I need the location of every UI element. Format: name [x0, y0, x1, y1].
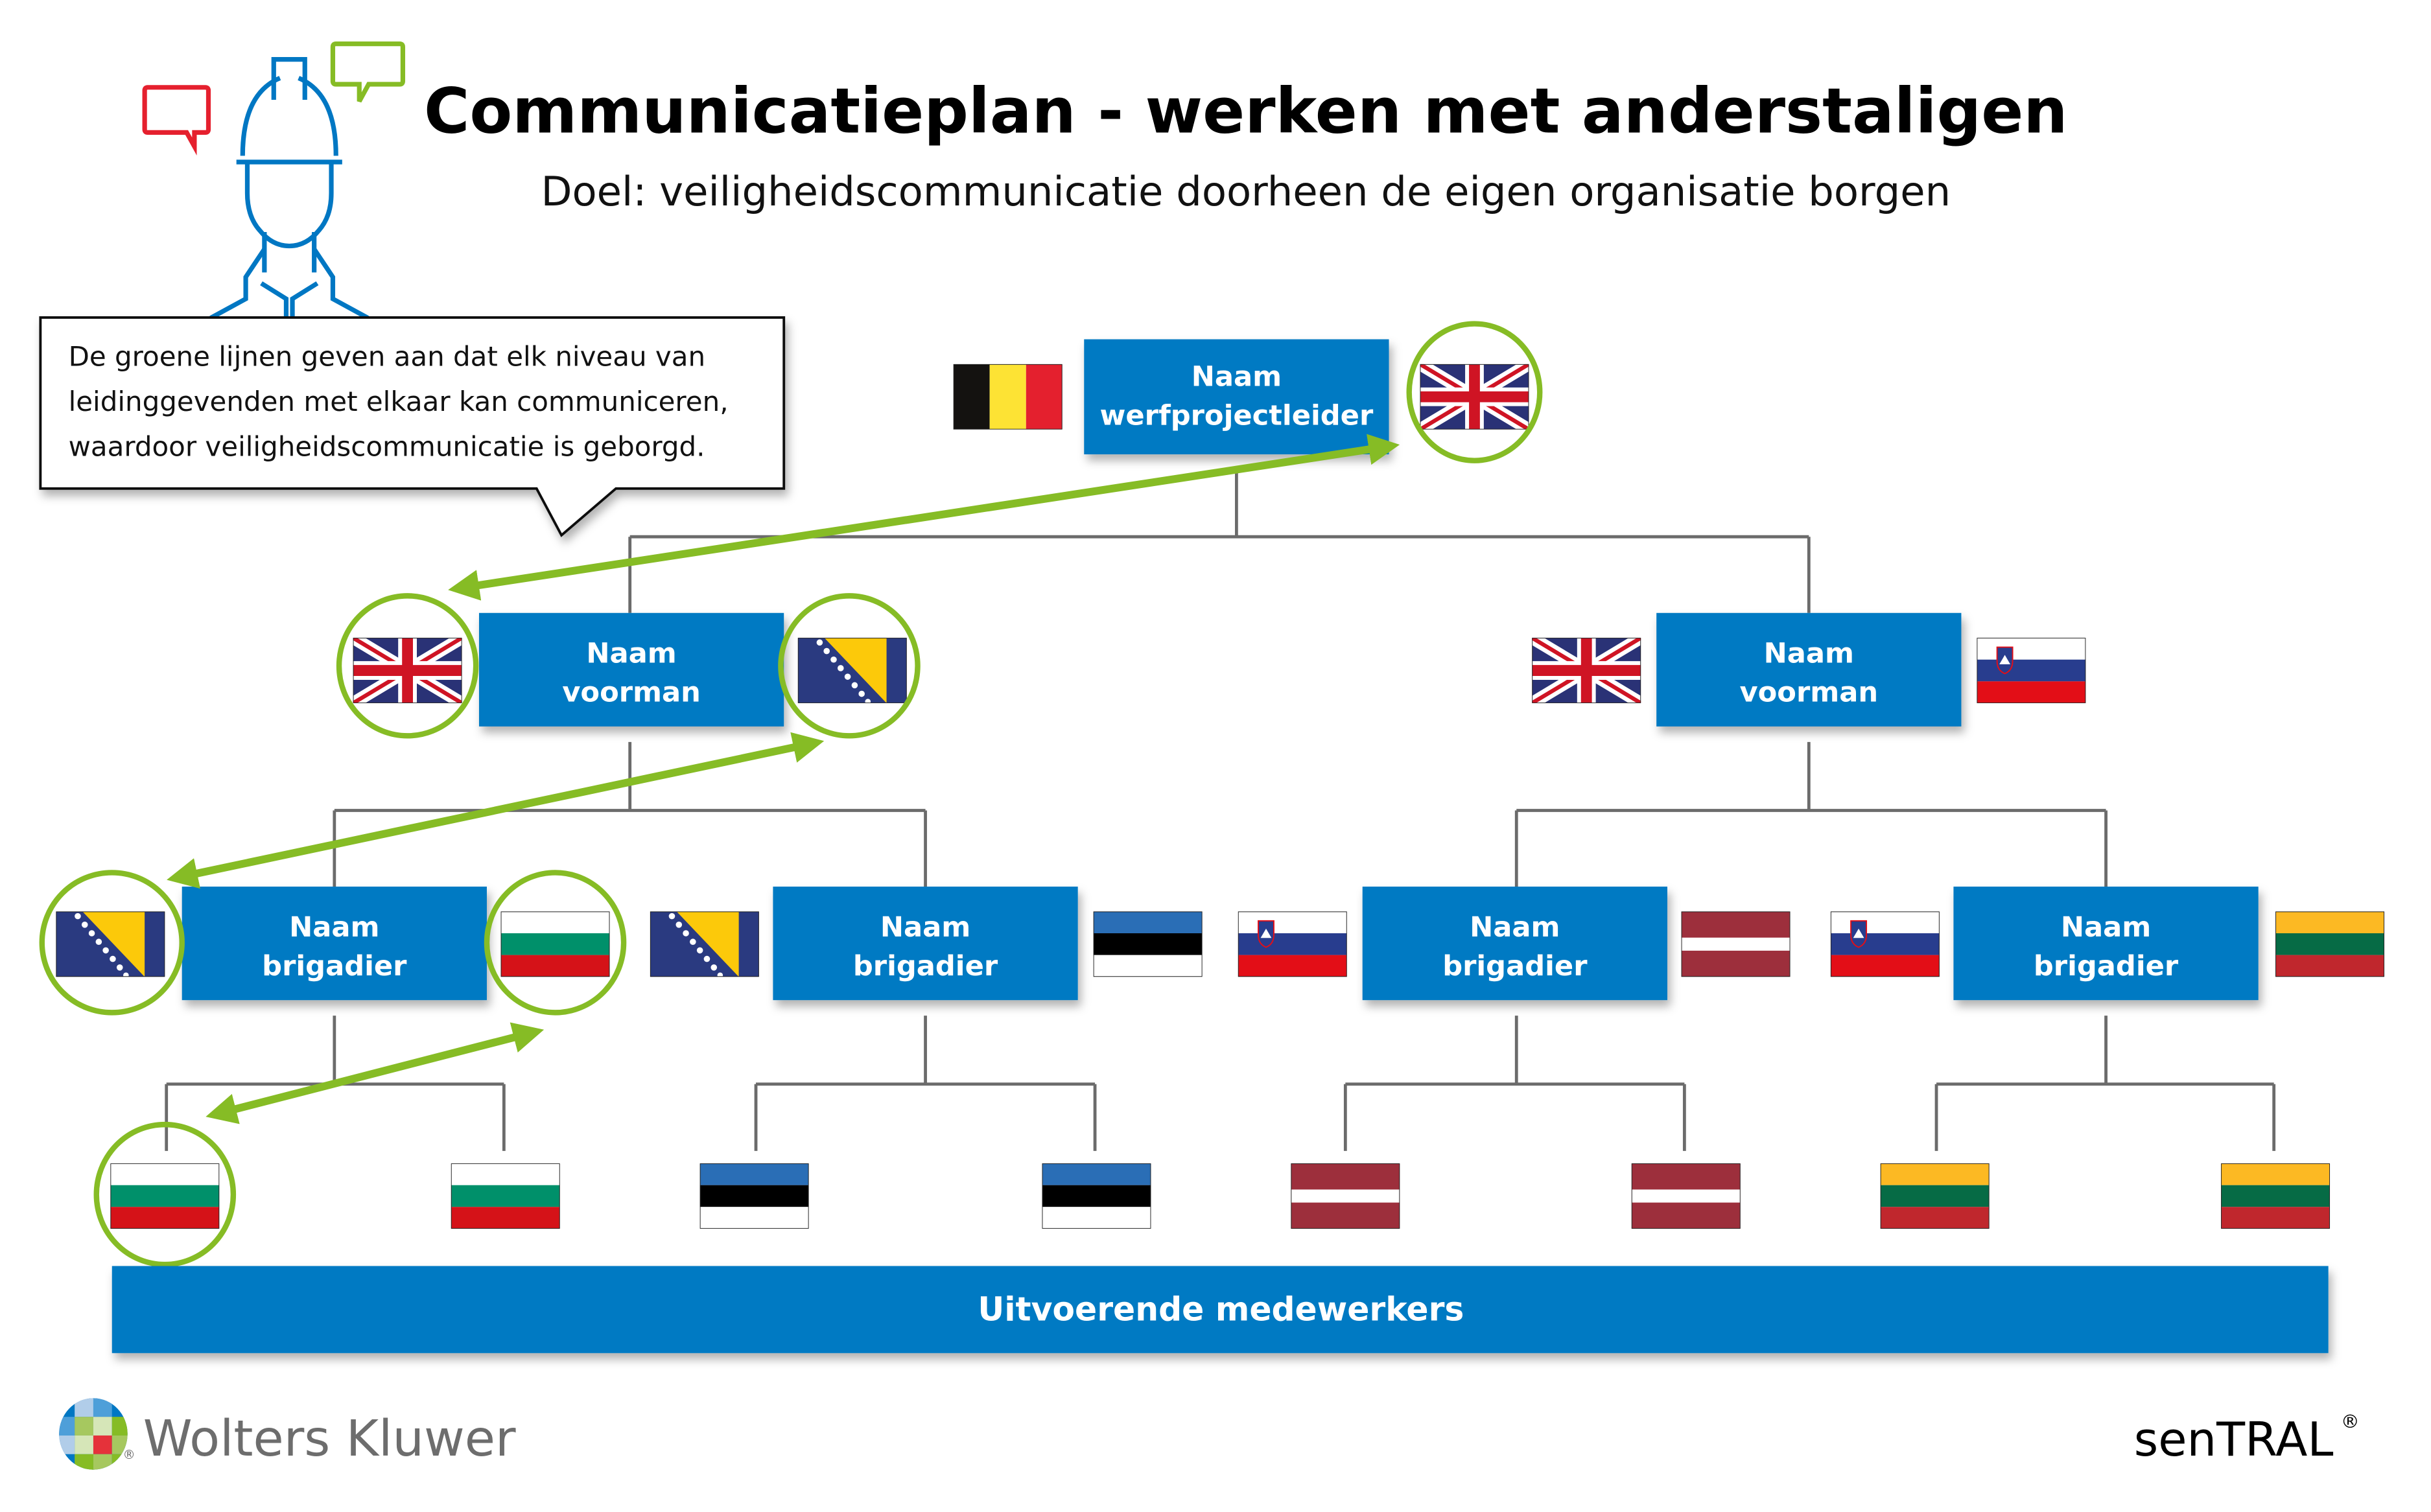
node-brigadier-2: Naam brigadier	[773, 887, 1078, 1001]
node-role: voorman	[562, 677, 701, 709]
sentral-logo: senTRAL ®	[2134, 1410, 2360, 1467]
communication-arrow	[167, 732, 825, 889]
flag-slovenia-icon	[1238, 911, 1347, 977]
node-label: Naam	[289, 911, 379, 944]
node-role: brigadier	[2034, 950, 2179, 983]
workers-bar: Uitvoerende medewerkers	[112, 1266, 2329, 1353]
flag-estonia-icon	[1093, 911, 1203, 977]
flag-slovenia-icon	[1830, 911, 1940, 977]
node-voorman-right: Naam voorman	[1656, 612, 1962, 727]
flag-latvia-icon	[1631, 1163, 1741, 1229]
sentral-registered: ®	[2341, 1410, 2360, 1432]
flag-latvia-icon	[1291, 1163, 1400, 1229]
node-werfprojectleider: Naam werfprojectleider	[1084, 339, 1389, 455]
note-line: leidinggevenden met elkaar kan communice…	[69, 386, 729, 417]
highlight-ring	[93, 1121, 237, 1268]
wolters-kluwer-logo: ® Wolters Kluwer	[59, 1398, 516, 1470]
node-label: Naam	[1192, 360, 1282, 393]
flag-bulgaria-icon	[500, 911, 610, 977]
flag-bulgaria-icon	[451, 1163, 560, 1229]
flag-united-kingdom-icon	[353, 638, 462, 703]
flag-estonia-icon	[699, 1163, 809, 1229]
highlight-ring	[39, 870, 185, 1016]
flag-belgium-icon	[953, 364, 1063, 430]
wolters-kluwer-wordmark: Wolters Kluwer	[143, 1410, 516, 1468]
node-voorman-left: Naam voorman	[478, 612, 784, 727]
green-speech-bubble-icon	[330, 41, 405, 103]
red-speech-bubble-icon	[142, 85, 211, 156]
node-brigadier-3: Naam brigadier	[1362, 887, 1667, 1001]
flag-slovenia-icon	[1977, 638, 2086, 703]
workers-bar-label: Uitvoerende medewerkers	[978, 1290, 1464, 1328]
flag-united-kingdom-icon	[1420, 364, 1529, 430]
flag-united-kingdom-icon	[1532, 638, 1641, 703]
node-role: brigadier	[853, 950, 998, 983]
flag-lithuania-icon	[2221, 1163, 2331, 1229]
flag-lithuania-icon	[1880, 1163, 1990, 1229]
node-label: Naam	[880, 911, 970, 944]
node-role: brigadier	[1442, 950, 1588, 983]
node-brigadier-1: Naam brigadier	[182, 887, 487, 1001]
page-subtitle: Doel: veiligheidscommunicatie doorheen d…	[541, 168, 1951, 215]
wolters-kluwer-registered: ®	[123, 1447, 135, 1462]
construction-worker-speech-icon	[142, 41, 405, 358]
node-role: voorman	[1740, 677, 1879, 709]
flag-bosnia-herzegovina-icon	[56, 911, 165, 977]
flag-latvia-icon	[1681, 911, 1791, 977]
node-label: Naam	[1470, 911, 1560, 944]
flag-bosnia-herzegovina-icon	[797, 638, 907, 703]
node-label: Naam	[586, 638, 676, 670]
flag-bosnia-herzegovina-icon	[650, 911, 759, 977]
node-brigadier-4: Naam brigadier	[1953, 887, 2259, 1001]
node-label: Naam	[2061, 911, 2151, 944]
sentral-wordmark: senTRAL	[2134, 1412, 2334, 1467]
flag-bulgaria-icon	[110, 1163, 220, 1229]
worker-icon	[196, 57, 382, 358]
highlight-ring	[1406, 321, 1543, 463]
node-role: werfprojectleider	[1100, 399, 1374, 432]
communication-arrow	[206, 1022, 545, 1124]
note-line: De groene lijnen geven aan dat elk nivea…	[69, 340, 705, 372]
communication-arrow	[448, 434, 1400, 601]
flag-estonia-icon	[1042, 1163, 1151, 1229]
flag-lithuania-icon	[2275, 911, 2385, 977]
node-label: Naam	[1764, 638, 1854, 670]
note-line: waardoor veiligheidscommunicatie is gebo…	[69, 430, 705, 462]
page-title: Communicatieplan - werken met anderstali…	[424, 75, 2068, 147]
node-role: brigadier	[262, 950, 407, 983]
note-callout: De groene lijnen geven aan dat elk nivea…	[39, 316, 786, 537]
